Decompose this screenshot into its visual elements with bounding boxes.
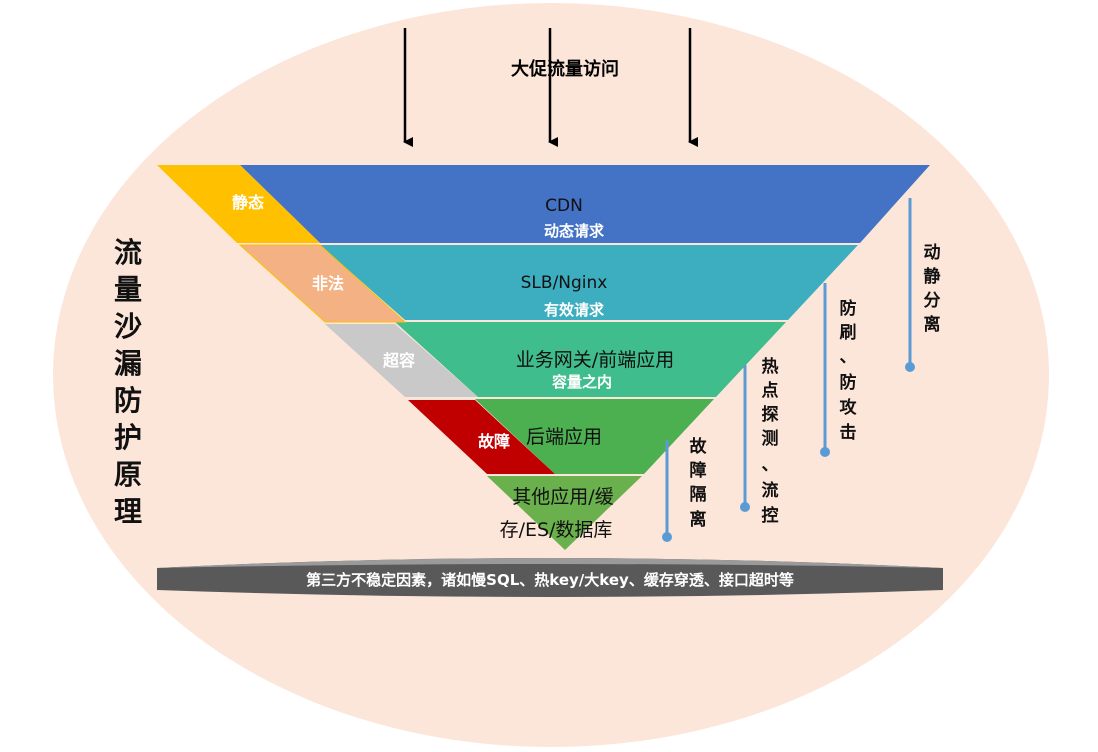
measure-char: 击 [840, 422, 857, 443]
side-title-char: 流 [114, 236, 142, 269]
measure-dot [820, 447, 830, 457]
layer-slb [320, 245, 858, 320]
measure-char: 、 [840, 347, 857, 367]
measure-char: 防 [840, 372, 857, 393]
side-title-char: 理 [114, 495, 142, 528]
side-title-char: 漏 [114, 347, 142, 380]
side-title: 流 量 沙 漏 防 护 原 理 [114, 236, 142, 528]
measure-char: 障 [690, 460, 707, 481]
measure-char: 离 [690, 509, 707, 530]
layer-name: SLB/Nginx [521, 273, 608, 293]
filter-static [157, 165, 320, 243]
layer-name: 其他应用/缓 [512, 486, 613, 508]
layer-sub: 有效请求 [544, 301, 605, 319]
measure-char: 静 [924, 266, 941, 287]
measure-char: 分 [924, 291, 941, 311]
filter-label: 静态 [232, 193, 264, 212]
measure-char: 隔 [690, 485, 707, 505]
measure-char: 刷 [840, 323, 857, 343]
measure-char: 、 [762, 455, 779, 475]
filter-label: 非法 [312, 274, 344, 293]
layer-cdn [240, 165, 930, 243]
measure-char: 热 [762, 356, 779, 377]
layer-name: CDN [545, 196, 583, 216]
measure-char: 故 [690, 436, 708, 457]
measure-char: 动 [924, 243, 941, 263]
layer-name: 存/ES/数据库 [500, 519, 613, 541]
traffic-arrows [403, 28, 698, 147]
measure-char: 探 [762, 404, 779, 425]
measure-char: 攻 [840, 397, 858, 418]
layer-name: 后端应用 [526, 426, 602, 448]
side-title-char: 原 [114, 458, 142, 491]
side-title-char: 沙 [114, 310, 142, 343]
measure-char: 离 [924, 314, 941, 335]
measure-char: 防 [840, 298, 857, 319]
layer-gateway [395, 322, 786, 397]
measure-dot [905, 362, 915, 372]
filter-overcapacity [325, 324, 478, 397]
measure-dot [662, 532, 672, 542]
measures: 动 静 分 离 防 刷 、 防 攻 击 热 点 探 测 、 流 控 故 障 隔 … [662, 198, 941, 542]
side-title-char: 护 [114, 421, 142, 454]
side-title-char: 防 [114, 384, 142, 417]
measure-char: 流 [762, 480, 779, 501]
measure-char: 点 [762, 380, 779, 401]
layer-storage [487, 476, 642, 550]
measure-char: 控 [762, 505, 779, 526]
measure-dot [740, 502, 750, 512]
base-disk: 第三方不稳定因素，诸如慢SQL、热key/大key、缓存穿透、接口超时等 [157, 558, 943, 597]
measure-char: 测 [762, 428, 779, 449]
side-title-char: 量 [114, 273, 142, 306]
top-title: 大促流量访问 [511, 58, 619, 80]
layer-sub: 动态请求 [544, 222, 605, 240]
layer-name: 业务网关/前端应用 [516, 349, 674, 371]
filter-label: 超容 [382, 351, 415, 370]
base-text: 第三方不稳定因素，诸如慢SQL、热key/大key、缓存穿透、接口超时等 [306, 571, 794, 589]
funnel: 静态 非法 超容 故障 CDN 动态请求 SLB/Nginx 有效请求 业务网关… [157, 165, 930, 550]
filter-label: 故障 [478, 432, 510, 451]
filter-illegal [238, 244, 407, 323]
layer-backend [475, 399, 714, 474]
filter-fault [408, 400, 555, 474]
layer-sub: 容量之内 [551, 373, 612, 391]
